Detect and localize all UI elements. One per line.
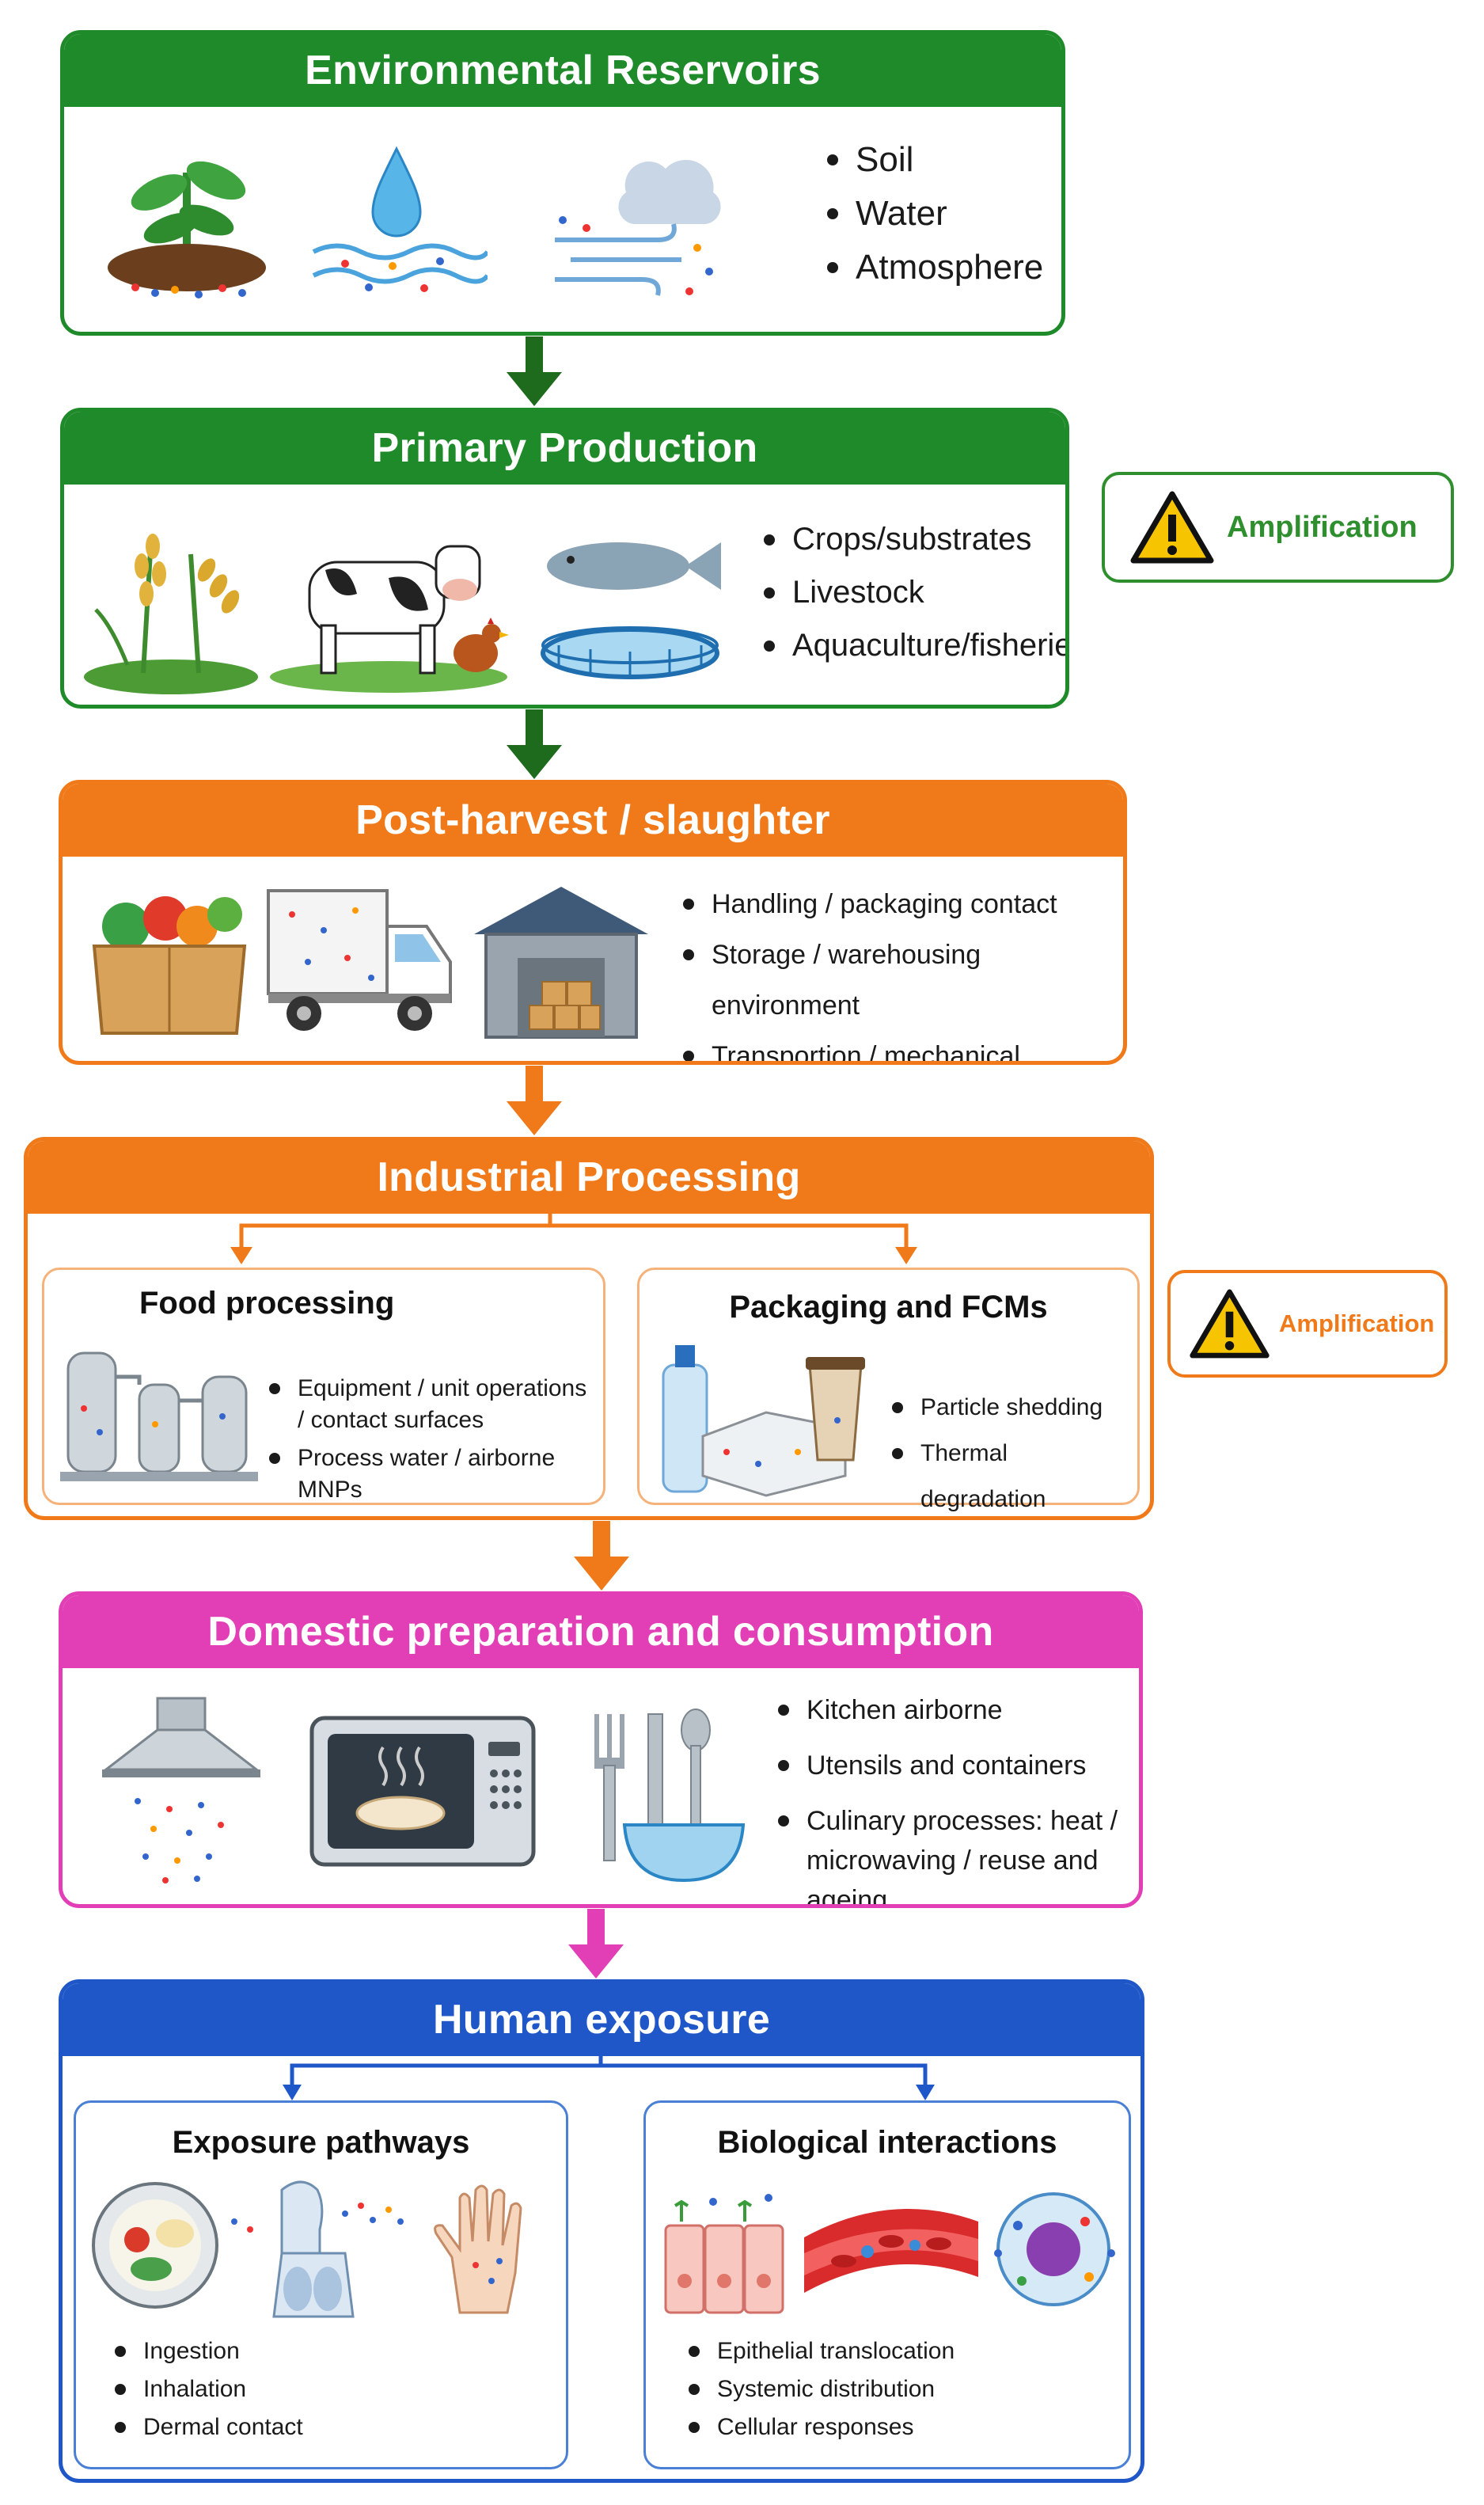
flow-arrow bbox=[507, 1066, 562, 1135]
list-item: Equipment / unit operations / contact su… bbox=[266, 1373, 598, 1436]
bullet-list: Kitchen airborne Utensils and containers… bbox=[775, 1690, 1123, 1904]
bullet-list: Particle shedding Thermal degradation bbox=[889, 1385, 1137, 1516]
utensils-bowl-icon bbox=[594, 1709, 746, 1883]
warning-icon bbox=[1130, 491, 1214, 564]
stage-title: Industrial Processing bbox=[377, 1154, 801, 1200]
crop-icon bbox=[84, 534, 258, 694]
subpanel-title: Biological interactions bbox=[717, 2125, 1057, 2160]
stage-environmental-reservoirs: Environmental Reservoirs Soil Water Atmo… bbox=[60, 30, 1065, 336]
stage-title: Human exposure bbox=[432, 1997, 771, 2043]
dermal-hand-icon bbox=[434, 2184, 522, 2314]
branch-arrows bbox=[283, 2056, 935, 2100]
stage-header: Human exposure bbox=[63, 1983, 1141, 2056]
list-item: Atmosphere bbox=[824, 241, 1043, 295]
flow-arrow bbox=[507, 709, 562, 779]
immune-cell-icon bbox=[994, 2192, 1115, 2306]
amplification-badge: Amplification bbox=[1167, 1270, 1448, 1378]
fish-aquaculture-icon bbox=[541, 542, 721, 679]
stage-title: Primary Production bbox=[371, 425, 758, 471]
packaging-icon bbox=[662, 1345, 865, 1497]
list-item: Process water / airborne MNPs bbox=[266, 1443, 598, 1506]
list-item: Storage / warehousing environment bbox=[680, 929, 1123, 1031]
bullet-list: Handling / packaging contact Storage / w… bbox=[680, 879, 1123, 1061]
amplification-badge: Amplification bbox=[1102, 472, 1454, 583]
list-item: Crops/substrates bbox=[761, 513, 1065, 566]
bullet-list: Crops/substrates Livestock Aquaculture/f… bbox=[761, 513, 1065, 672]
stage-primary-production: Primary Production Crops/substrates Live… bbox=[60, 408, 1069, 709]
stage-header: Post-harvest / slaughter bbox=[63, 784, 1123, 857]
list-item: Dermal contact bbox=[112, 2408, 303, 2446]
subpanel-food-processing: Food processing Equipment / unit operati… bbox=[42, 1268, 605, 1505]
bullet-list: Ingestion Inhalation Dermal contact bbox=[112, 2332, 303, 2446]
list-item: Culinary processes: heat / microwaving /… bbox=[775, 1801, 1123, 1904]
plant-soil-icon bbox=[108, 161, 266, 298]
truck-icon bbox=[267, 889, 452, 1031]
list-item: Water bbox=[824, 187, 1043, 241]
flow-arrow bbox=[568, 1909, 624, 1979]
ingestion-plate-icon bbox=[92, 2182, 218, 2309]
list-item: Kitchen airborne bbox=[775, 1690, 1123, 1730]
bullet-list: Soil Water Atmosphere bbox=[824, 133, 1043, 295]
branch-arrows bbox=[230, 1214, 917, 1264]
amplification-label: Amplification bbox=[1227, 510, 1418, 544]
list-item: Thermal degradation bbox=[889, 1431, 1137, 1516]
microwave-icon bbox=[309, 1716, 536, 1867]
subpanel-packaging-fcms: Packaging and FCMs Particle shedding The… bbox=[637, 1268, 1140, 1512]
stage-title: Domestic preparation and consumption bbox=[207, 1609, 994, 1655]
water-drop-icon bbox=[312, 146, 488, 292]
stage-title: Post-harvest / slaughter bbox=[355, 797, 830, 843]
stage-human-exposure: Human exposure Exposure pathways Ingesti… bbox=[59, 1979, 1144, 2483]
stage-domestic: Domestic preparation and consumption Kit… bbox=[59, 1591, 1143, 1908]
bullet-list: Epithelial translocation Systemic distri… bbox=[685, 2332, 955, 2446]
produce-box-icon bbox=[92, 896, 247, 1035]
range-hood-icon bbox=[102, 1697, 260, 1884]
list-item: Particle shedding bbox=[889, 1385, 1137, 1431]
warning-icon bbox=[1190, 1289, 1270, 1359]
inhalation-lungs-icon bbox=[231, 2180, 404, 2318]
processing-equipment-icon bbox=[60, 1351, 258, 1481]
subpanel-exposure-pathways: Exposure pathways Ingestion Inhalation D… bbox=[74, 2100, 568, 2469]
subpanel-biological-interactions: Biological interactions Epithelial trans… bbox=[643, 2100, 1131, 2469]
stage-header: Environmental Reservoirs bbox=[64, 34, 1061, 107]
list-item: Transportion / mechanical abrasion bbox=[680, 1031, 1123, 1061]
flow-arrow bbox=[574, 1521, 629, 1591]
subpanel-title: Exposure pathways bbox=[172, 2125, 470, 2160]
list-item: Aquaculture/fisheries bbox=[761, 619, 1065, 672]
stage-title: Environmental Reservoirs bbox=[305, 48, 821, 93]
stage-industrial-processing: Industrial Processing Food processing Eq… bbox=[24, 1137, 1154, 1520]
list-item: Ingestion bbox=[112, 2332, 303, 2370]
list-item: Livestock bbox=[761, 566, 1065, 619]
wind-cloud-icon bbox=[555, 159, 721, 296]
list-item: Cellular responses bbox=[685, 2408, 955, 2446]
list-item: Utensils and containers bbox=[775, 1746, 1123, 1785]
stage-header: Primary Production bbox=[64, 412, 1065, 485]
list-item: Inhalation bbox=[112, 2370, 303, 2408]
blood-vessel-icon bbox=[804, 2209, 978, 2293]
subpanel-title: Packaging and FCMs bbox=[729, 1290, 1048, 1325]
flow-arrow bbox=[507, 336, 562, 406]
stage-header: Domestic preparation and consumption bbox=[63, 1595, 1139, 1668]
warehouse-icon bbox=[474, 887, 648, 1039]
epithelial-cells-icon bbox=[664, 2194, 784, 2314]
list-item: Epithelial translocation bbox=[685, 2332, 955, 2370]
cow-chicken-icon bbox=[270, 545, 509, 693]
list-item: Handling / packaging contact bbox=[680, 879, 1123, 929]
amplification-label: Amplification bbox=[1279, 1310, 1435, 1337]
list-item: Systemic distribution bbox=[685, 2370, 955, 2408]
subpanel-title: Food processing bbox=[139, 1286, 395, 1321]
bullet-list: Equipment / unit operations / contact su… bbox=[266, 1373, 598, 1506]
stage-post-harvest: Post-harvest / slaughter Handling / pack… bbox=[59, 780, 1127, 1065]
stage-header: Industrial Processing bbox=[28, 1141, 1150, 1214]
list-item: Soil bbox=[824, 133, 1043, 187]
